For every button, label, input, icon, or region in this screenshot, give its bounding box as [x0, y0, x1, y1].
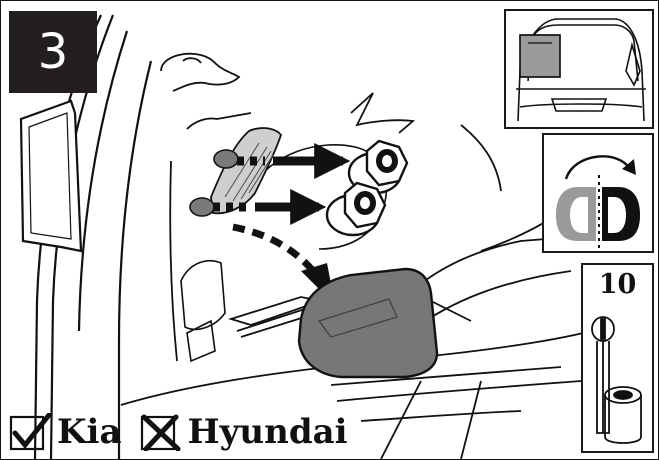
- removal-arrows: [213, 143, 351, 225]
- brand-compatibility: Kia Hyundai: [9, 409, 348, 455]
- trunk-floor: [120, 200, 592, 459]
- step-number-badge: 3: [9, 11, 97, 93]
- cross-icon: [140, 414, 180, 451]
- flange-nut-lower: [325, 181, 387, 237]
- rotate-clockwise-icon: [556, 155, 640, 249]
- tool-inset: 10: [581, 263, 654, 453]
- car-rear-icon: [516, 18, 646, 122]
- rotation-direction-inset: [542, 133, 654, 253]
- flange-nut-upper: [347, 139, 409, 195]
- tail-light: [19, 99, 83, 253]
- stud-lower: [189, 197, 215, 217]
- step-number: 3: [37, 24, 69, 80]
- checkmark-icon: [9, 413, 52, 451]
- vehicle-location-inset: [504, 9, 654, 129]
- socket-size-label: 10: [598, 269, 637, 300]
- stud-upper: [213, 149, 239, 169]
- compatible-brand-label: Kia: [57, 412, 122, 452]
- socket-wrench-icon: [591, 316, 642, 444]
- trunk-trim: [160, 52, 502, 362]
- mounting-bracket: [210, 127, 282, 215]
- incompatible-brand-label: Hyundai: [187, 412, 348, 452]
- trim-cover: [297, 267, 439, 379]
